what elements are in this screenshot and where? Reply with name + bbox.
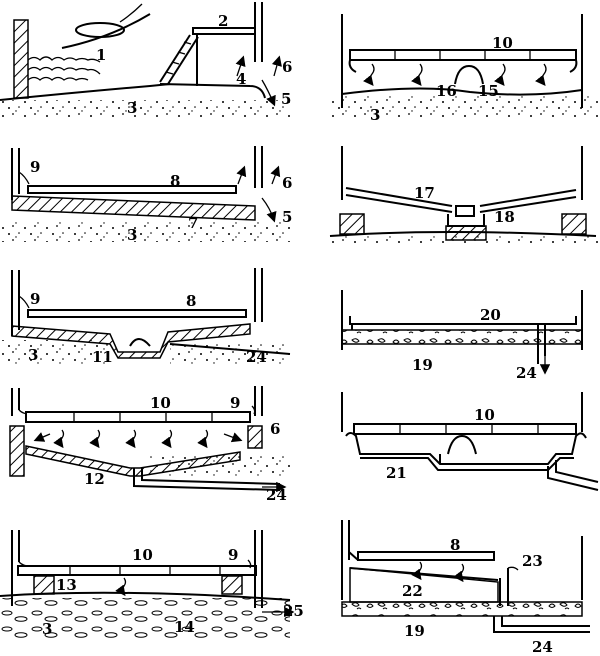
label-3-b: 3 xyxy=(370,106,380,124)
label-17: 17 xyxy=(414,184,435,202)
label-15: 15 xyxy=(478,82,499,100)
panel-j: 8 23 22 19 24 xyxy=(341,520,590,656)
label-20: 20 xyxy=(480,306,501,324)
label-10-i: 10 xyxy=(132,546,153,564)
label-23: 23 xyxy=(522,552,543,570)
label-7: 7 xyxy=(188,214,198,232)
label-3-e: 3 xyxy=(28,346,38,364)
label-8-j: 8 xyxy=(450,536,460,554)
label-11: 11 xyxy=(92,348,113,366)
panel-e: 9 8 3 11 24 xyxy=(0,268,291,366)
panel-d: 17 18 xyxy=(326,146,598,246)
label-14: 14 xyxy=(174,618,195,636)
label-9-c: 9 xyxy=(30,158,40,176)
label-4: 4 xyxy=(236,70,246,88)
label-10-g: 10 xyxy=(150,394,171,412)
label-10-b: 10 xyxy=(492,34,513,52)
label-3-c: 3 xyxy=(127,226,137,244)
label-21: 21 xyxy=(386,464,407,482)
label-24-j: 24 xyxy=(532,638,553,656)
label-9-i: 9 xyxy=(228,546,238,564)
panel-a: 1 2 3 4 5 6 xyxy=(0,2,292,120)
label-10-h: 10 xyxy=(474,406,495,424)
panel-g: 10 9 6 12 24 xyxy=(9,386,290,504)
label-13: 13 xyxy=(56,576,77,594)
label-19-f: 19 xyxy=(412,356,433,374)
label-5: 5 xyxy=(281,90,291,108)
label-6: 6 xyxy=(282,58,292,76)
label-19-j: 19 xyxy=(404,622,425,640)
panel-i: 10 9 13 3 14 25 xyxy=(0,530,304,638)
label-24-g: 24 xyxy=(266,486,287,504)
label-24-e: 24 xyxy=(246,348,267,366)
label-8-e: 8 xyxy=(186,292,196,310)
label-3-i: 3 xyxy=(42,620,52,638)
panel-c: 9 8 6 3 7 5 xyxy=(0,146,292,244)
panel-h: 10 21 xyxy=(341,392,599,491)
label-3: 3 xyxy=(127,99,137,117)
label-12: 12 xyxy=(84,470,105,488)
label-8-c: 8 xyxy=(170,172,180,190)
label-6-c: 6 xyxy=(282,174,292,192)
panel-b: 10 16 15 3 xyxy=(330,14,598,124)
label-9-g: 9 xyxy=(230,394,240,412)
label-25: 25 xyxy=(283,602,304,620)
panel-f: 20 19 24 xyxy=(341,290,583,382)
label-9-e: 9 xyxy=(30,290,40,308)
label-6-g: 6 xyxy=(270,420,280,438)
label-24-f: 24 xyxy=(516,364,537,382)
label-16: 16 xyxy=(436,82,457,100)
label-2: 2 xyxy=(218,12,228,30)
label-22: 22 xyxy=(402,582,423,600)
label-5-c: 5 xyxy=(282,208,292,226)
label-1: 1 xyxy=(96,46,106,64)
label-18: 18 xyxy=(494,208,515,226)
